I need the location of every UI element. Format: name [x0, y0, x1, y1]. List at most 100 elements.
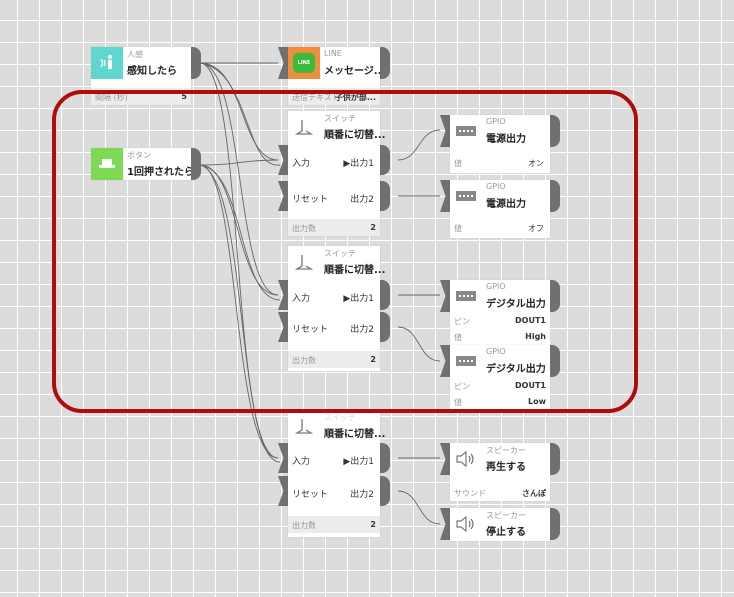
switch-block-2[interactable]: スイッチ 順番に切替... 入力▶出力1 リセット出力2 出力数 2: [288, 246, 385, 371]
param-label: 出力数: [292, 356, 316, 365]
block-title: 電源出力: [486, 199, 526, 210]
param-value: DOUT1: [515, 316, 546, 325]
param-label: ピン: [454, 317, 470, 326]
block-category: スピーカー: [486, 446, 526, 455]
sound-param[interactable]: サウンド さんぽ: [450, 484, 550, 501]
value-param[interactable]: 値 Low: [450, 393, 550, 410]
param-value: 2: [370, 223, 376, 232]
param-value: 子供が部...: [334, 93, 376, 102]
param-value: オフ: [528, 224, 544, 233]
line-icon: LINE: [288, 47, 320, 79]
output1-port[interactable]: [380, 443, 390, 473]
output-port[interactable]: [550, 443, 560, 475]
speaker-block-2[interactable]: スピーカー 停止する: [450, 508, 550, 541]
line-message-block[interactable]: LINE LINE メッセージ... 送信テキスト 子供が部...: [288, 47, 385, 105]
gpio-block-2[interactable]: GPIO 電源出力 値オフ: [450, 180, 550, 238]
output2-label: 出力2: [350, 490, 374, 500]
speaker-icon: [450, 443, 482, 475]
block-title: 再生する: [486, 462, 526, 473]
output2-port[interactable]: [380, 312, 390, 342]
gpio-chip-icon: [450, 345, 482, 377]
param-label: 値: [454, 398, 462, 407]
block-category: 人感: [127, 50, 143, 59]
value-param[interactable]: 値 High: [450, 328, 550, 345]
button-icon: [91, 148, 123, 180]
param-value: オン: [528, 159, 544, 168]
interval-param[interactable]: 間隔 (秒) 5: [91, 88, 191, 105]
param-label: 間隔 (秒): [95, 93, 128, 102]
speaker-block-1[interactable]: スピーカー 再生する サウンド さんぽ: [450, 443, 550, 501]
reset-label: リセット: [292, 195, 329, 205]
motion-sensor-block[interactable]: 人感 感知したら 間隔 (秒) 5: [91, 47, 191, 105]
output1-label: ▶出力1: [343, 457, 374, 467]
param-value: さんぽ: [522, 489, 546, 498]
gpio-chip-icon: [450, 115, 482, 147]
motion-sensor-icon: [91, 47, 123, 79]
output2-port[interactable]: [380, 181, 390, 211]
output-count-param[interactable]: 出力数 2: [288, 516, 380, 533]
block-title: 電源出力: [486, 134, 526, 145]
switch-block-1[interactable]: スイッチ 順番に切替... 入力▶出力1 リセット出力2 出力数 2: [288, 111, 385, 236]
speaker-icon: [450, 508, 482, 540]
param-value: Low: [528, 397, 546, 406]
pin-param[interactable]: ピン DOUT1: [450, 312, 550, 329]
gpio-chip-icon: [450, 280, 482, 312]
param-label: 値: [454, 333, 462, 342]
input-label: 入力: [292, 294, 311, 304]
block-title: 1回押されたら: [127, 167, 194, 178]
output-port[interactable]: [191, 148, 201, 180]
block-title: デジタル出力: [486, 299, 546, 310]
output2-label: 出力2: [350, 195, 374, 205]
block-title: 順番に切替...: [324, 429, 386, 440]
output1-label: ▶出力1: [343, 294, 374, 304]
input-label: 入力: [292, 457, 311, 467]
output2-port[interactable]: [380, 476, 390, 506]
output-port[interactable]: [550, 345, 560, 377]
block-category: スイッチ: [324, 114, 356, 123]
send-text-param[interactable]: 送信テキスト 子供が部...: [288, 88, 380, 105]
block-title: 停止する: [486, 527, 526, 538]
output-port[interactable]: [550, 280, 560, 312]
output-port[interactable]: [550, 180, 560, 212]
button-block[interactable]: ボタン 1回押されたら: [91, 148, 194, 180]
block-category: GPIO: [486, 282, 506, 291]
param-label: サウンド: [454, 489, 486, 498]
gpio-block-3[interactable]: GPIO デジタル出力 ピン DOUT1 値 High: [450, 280, 550, 345]
output1-label: ▶出力1: [343, 159, 374, 169]
param-value: 2: [370, 355, 376, 364]
param-label: 出力数: [292, 521, 316, 530]
gpio-chip-icon: [450, 180, 482, 212]
block-category: スピーカー: [486, 511, 526, 520]
block-title: 感知したら: [127, 66, 177, 77]
output1-port[interactable]: [380, 145, 390, 175]
block-title: 順番に切替...: [324, 130, 386, 141]
block-title: メッセージ...: [324, 66, 386, 77]
block-title: デジタル出力: [486, 364, 546, 375]
output1-port[interactable]: [380, 280, 390, 310]
param-value: High: [525, 332, 546, 341]
output-port[interactable]: [191, 47, 201, 79]
param-label: 値: [454, 159, 462, 168]
block-category: GPIO: [486, 117, 506, 126]
reset-label: リセット: [292, 490, 329, 500]
switch-lever-icon: [288, 111, 320, 143]
output2-label: 出力2: [350, 325, 374, 335]
reset-label: リセット: [292, 325, 329, 335]
switch-lever-icon: [288, 246, 320, 278]
output-count-param[interactable]: 出力数 2: [288, 219, 380, 236]
param-value: 5: [181, 92, 187, 101]
block-category: GPIO: [486, 182, 506, 191]
gpio-block-1[interactable]: GPIO 電源出力 値 オン: [450, 115, 550, 173]
param-value: 2: [370, 520, 376, 529]
switch-block-3[interactable]: スイッチ 順番に切替... 入力▶出力1 リセット出力2 出力数 2: [288, 410, 385, 537]
block-title: 順番に切替...: [324, 265, 386, 276]
output-port[interactable]: [380, 47, 390, 79]
param-label: 送信テキスト: [292, 93, 340, 102]
output-port[interactable]: [550, 115, 560, 147]
param-value: DOUT1: [515, 381, 546, 390]
output-port[interactable]: [550, 508, 560, 540]
output-count-param[interactable]: 出力数 2: [288, 351, 380, 368]
